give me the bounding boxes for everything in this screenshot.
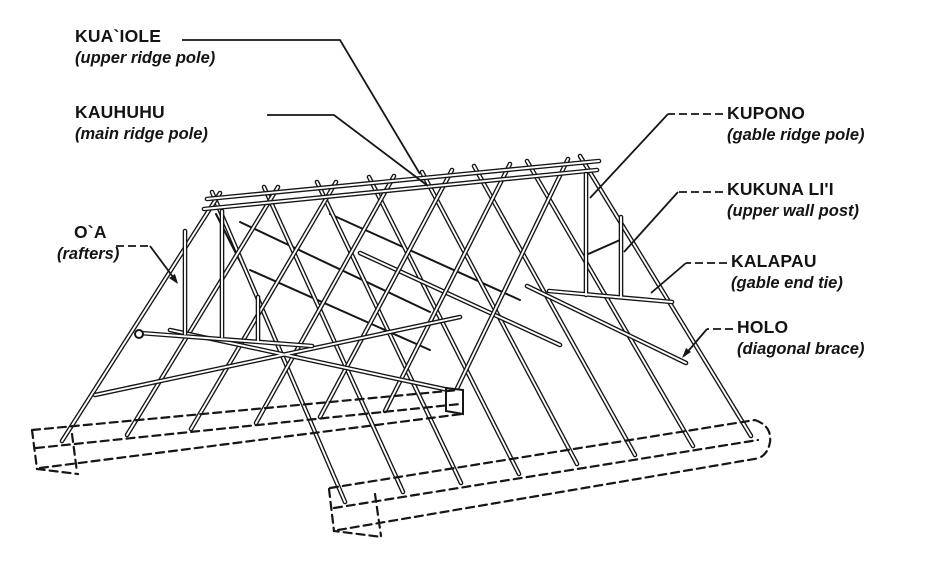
label-holo-term: HOLO xyxy=(737,317,789,337)
label-kukuna-lii-desc: (upper wall post) xyxy=(727,201,859,220)
label-kalapau-desc: (gable end tie) xyxy=(731,273,843,292)
label-holo-desc: (diagonal brace) xyxy=(737,339,865,358)
foundation-sills xyxy=(30,388,772,539)
label-kalapau-term: KALAPAU xyxy=(731,251,817,271)
label-oa-desc: (rafters) xyxy=(57,244,120,263)
label-kuaiole: KUA`IOLE (upper ridge pole) xyxy=(75,26,215,69)
tie-end-knob xyxy=(134,329,144,339)
sill-end-cap xyxy=(445,386,464,416)
leader-arrowhead xyxy=(682,348,691,358)
label-holo: HOLO (diagonal brace) xyxy=(737,317,864,360)
ridge-poles xyxy=(201,158,602,212)
rafters-left-slope xyxy=(59,156,571,444)
leader-lines xyxy=(116,39,733,358)
leader-arrowhead xyxy=(649,286,659,295)
label-kuaiole-term: KUA`IOLE xyxy=(75,26,162,46)
label-kukuna-lii: KUKUNA LI'I (upper wall post) xyxy=(727,179,859,222)
diagonal-brace-holo xyxy=(357,250,689,366)
label-kauhuhu-term: KAUHUHU xyxy=(75,102,165,122)
label-kupono-desc: (gable ridge pole) xyxy=(727,125,865,144)
label-oa: O`A (rafters) xyxy=(57,222,119,265)
label-kalapau: KALAPAU (gable end tie) xyxy=(731,251,843,294)
label-oa-term: O`A xyxy=(74,222,107,242)
leader-arrowhead xyxy=(169,274,178,284)
label-kupono: KUPONO (gable ridge pole) xyxy=(727,103,865,146)
rafters-right-slope xyxy=(209,153,754,505)
label-kauhuhu: KAUHUHU (main ridge pole) xyxy=(75,102,208,145)
label-kukuna-lii-term: KUKUNA LI'I xyxy=(727,179,834,199)
gable-posts-and-ties xyxy=(134,171,675,349)
label-kupono-term: KUPONO xyxy=(727,103,806,123)
label-kauhuhu-desc: (main ridge pole) xyxy=(75,124,208,143)
label-kuaiole-desc: (upper ridge pole) xyxy=(75,48,216,67)
